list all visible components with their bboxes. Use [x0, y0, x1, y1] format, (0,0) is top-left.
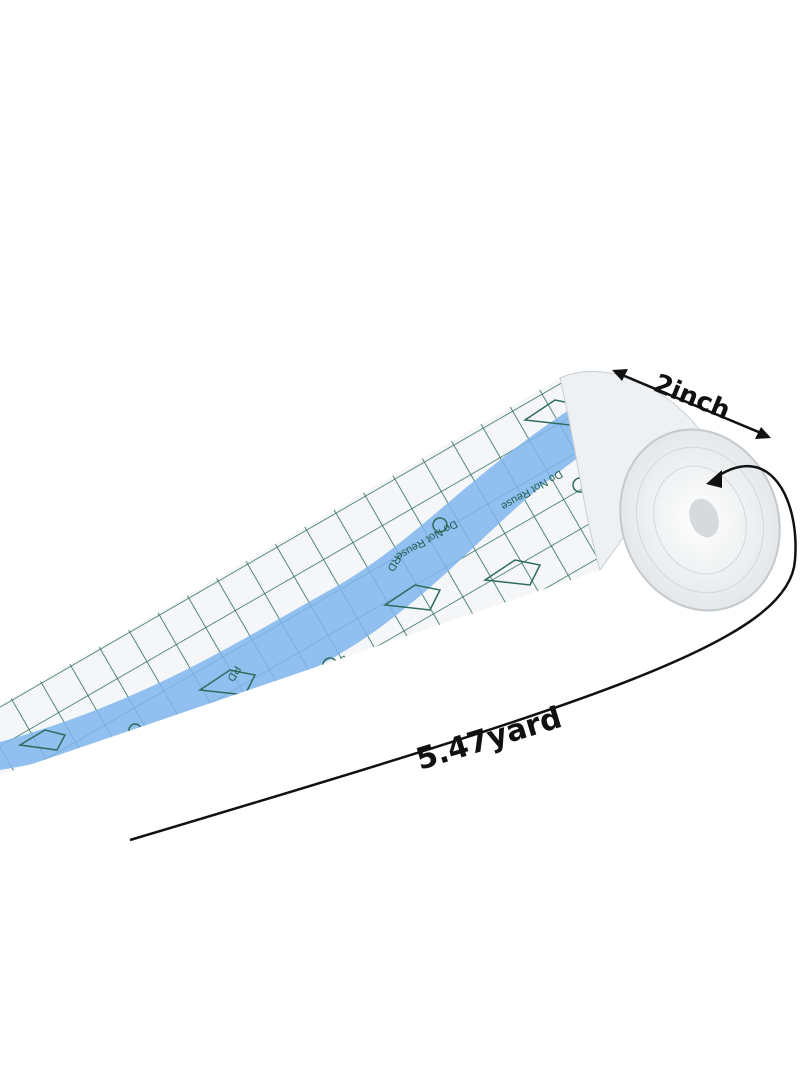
blue-band	[0, 390, 600, 770]
do-not-reuse-text: Do Not Reuse	[189, 727, 255, 772]
length-label: 5.47yard	[412, 700, 566, 777]
tape-roll	[559, 371, 781, 612]
roll-core-hole	[689, 498, 719, 538]
